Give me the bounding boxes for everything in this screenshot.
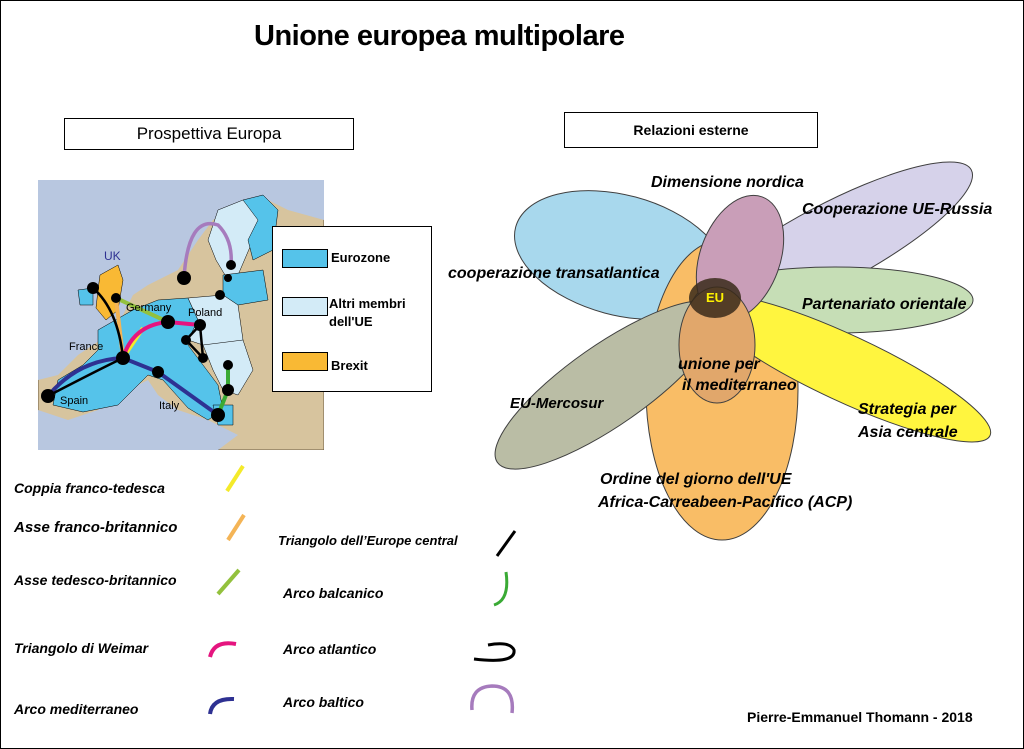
map-nodes	[41, 260, 236, 422]
relation-label-nordic: Dimensione nordica	[651, 174, 804, 191]
mark-central-triangle	[495, 530, 517, 557]
header-relazioni-esterne-label: Relazioni esterne	[633, 122, 749, 138]
node-bulgaria	[222, 384, 234, 396]
legend-label-eurozone: Eurozone	[331, 250, 391, 265]
node-greece	[211, 408, 225, 422]
credit: Pierre-Emmanuel Thomann - 2018	[747, 709, 973, 725]
eu-center	[689, 278, 741, 318]
header-prospettiva-europa-label: Prospettiva Europa	[136, 124, 282, 143]
node-france	[116, 351, 130, 365]
map-finland	[242, 194, 279, 261]
mark-balkan	[493, 571, 509, 607]
node-hungary	[198, 353, 208, 363]
relation-label-asia-1: Strategia per	[858, 401, 956, 418]
node-germany	[161, 315, 175, 329]
map-label-italy: Italy	[159, 400, 180, 412]
relation-label-acp-1: Ordine del giorno dell'UE	[600, 471, 792, 488]
node-portugal	[41, 389, 55, 403]
mark-baltic	[470, 684, 515, 714]
page-title: Unione europea multipolare	[254, 20, 625, 52]
europe-map	[38, 180, 324, 450]
relation-label-acp-2: Africa-Carreabeen-Pacifico (ACP)	[598, 494, 853, 511]
node-romania	[223, 360, 233, 370]
map-label-germany: Germany	[126, 302, 172, 314]
mark-german-british	[216, 568, 241, 596]
node-ireland	[87, 282, 99, 294]
legend-swatch-brexit	[282, 352, 328, 371]
map-label-france: France	[69, 341, 104, 353]
mark-weimar	[208, 641, 237, 658]
legend-swatch-eurozone	[282, 249, 328, 268]
mark-franco-british	[226, 513, 246, 542]
map-label-uk: UK	[104, 249, 121, 263]
axes-label-mediterranean: Arco mediterraneo	[14, 701, 139, 717]
header-relazioni-esterne: Relazioni esterne	[564, 112, 818, 148]
node-uk	[111, 293, 121, 303]
mark-mediterranean	[208, 696, 235, 715]
legend-label-other-members: Altri membri dell'UE	[329, 296, 406, 329]
relation-label-med-2: il mediterraneo	[682, 377, 797, 394]
map-line-baltic	[182, 221, 233, 279]
relation-label-asia-2: Asia centrale	[858, 424, 958, 441]
map-label-poland: Poland	[188, 307, 223, 319]
node-finland	[226, 260, 236, 270]
axes-label-atlantic: Arco atlantico	[283, 641, 377, 657]
relation-label-med-1: unione per	[678, 356, 760, 373]
eu-label: EU	[706, 290, 724, 305]
node-czech	[181, 335, 191, 345]
axes-label-german-british: Asse tedesco-britannico	[14, 572, 177, 588]
map-line-central-triangle	[184, 322, 205, 362]
relation-label-mercosur: EU-Mercosur	[510, 395, 604, 412]
node-lithuania	[215, 290, 225, 300]
node-italy	[152, 366, 164, 378]
axes-label-balkan: Arco balcanico	[283, 585, 384, 601]
axes-label-franco-british: Asse franco-britannico	[14, 519, 178, 536]
axes-label-franco-german: Coppia franco-tedesca	[14, 480, 165, 496]
node-poland	[194, 319, 206, 331]
map-sea-mediterranean	[38, 380, 238, 450]
relation-label-eastern: Partenariato orientale	[802, 296, 967, 313]
node-estonia	[224, 274, 232, 282]
header-prospettiva-europa: Prospettiva Europa	[64, 118, 354, 150]
mark-atlantic	[473, 642, 516, 662]
relation-label-russia: Cooperazione UE-Russia	[802, 201, 993, 218]
relation-label-transatlantic: cooperazione transatlantica	[448, 265, 660, 282]
node-sweden	[177, 271, 191, 285]
axes-label-central-triangle: Triangolo dell’Europe central	[278, 533, 458, 548]
map-label-spain: Spain	[60, 395, 89, 407]
mark-franco-german	[225, 464, 245, 493]
map-line-german-british	[115, 296, 169, 324]
legend-swatch-other-members	[282, 297, 328, 316]
axes-label-weimar: Triangolo di Weimar	[14, 640, 149, 656]
map-legend: Eurozone Altri membri dell'UE Brexit	[272, 226, 432, 392]
axes-label-baltic: Arco baltico	[283, 694, 364, 710]
legend-label-brexit: Brexit	[331, 358, 368, 373]
